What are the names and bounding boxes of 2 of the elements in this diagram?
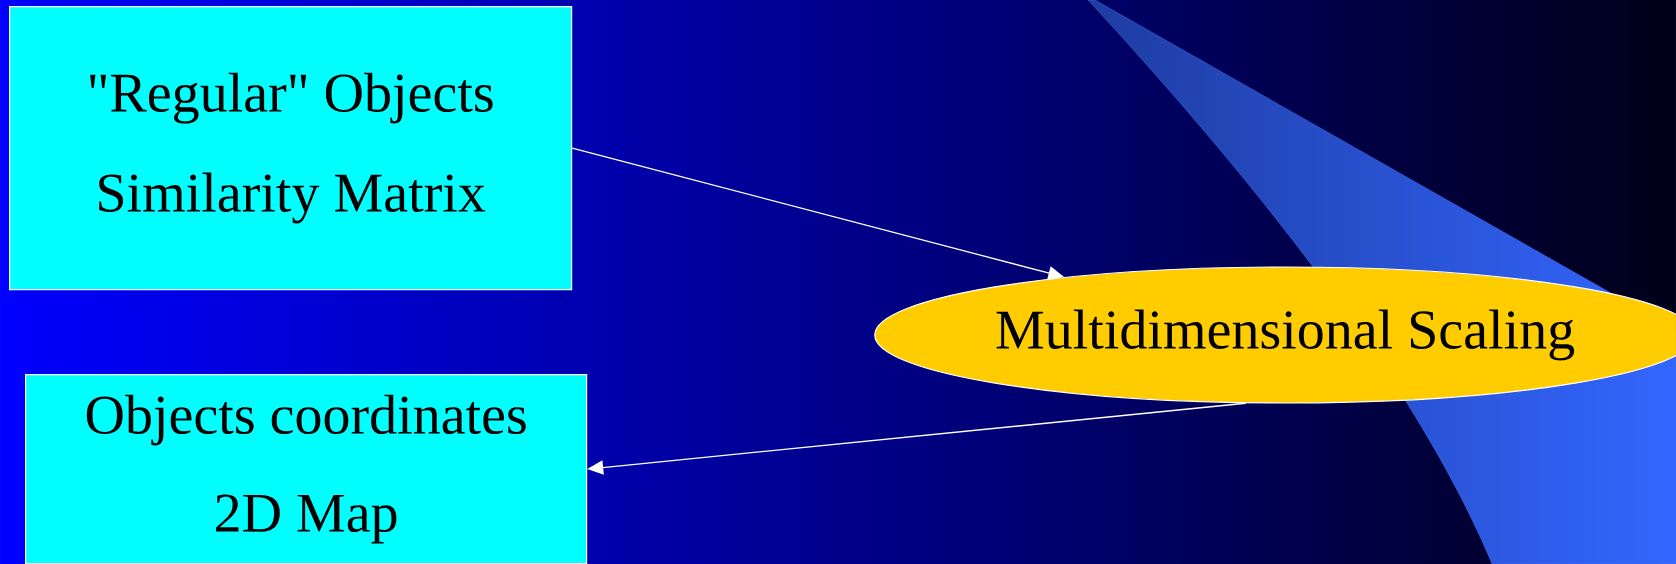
process-box: "Regular" Objects Similarity Matrix <box>9 6 573 291</box>
process-box: Objects coordinates 2D Map <box>25 374 588 564</box>
